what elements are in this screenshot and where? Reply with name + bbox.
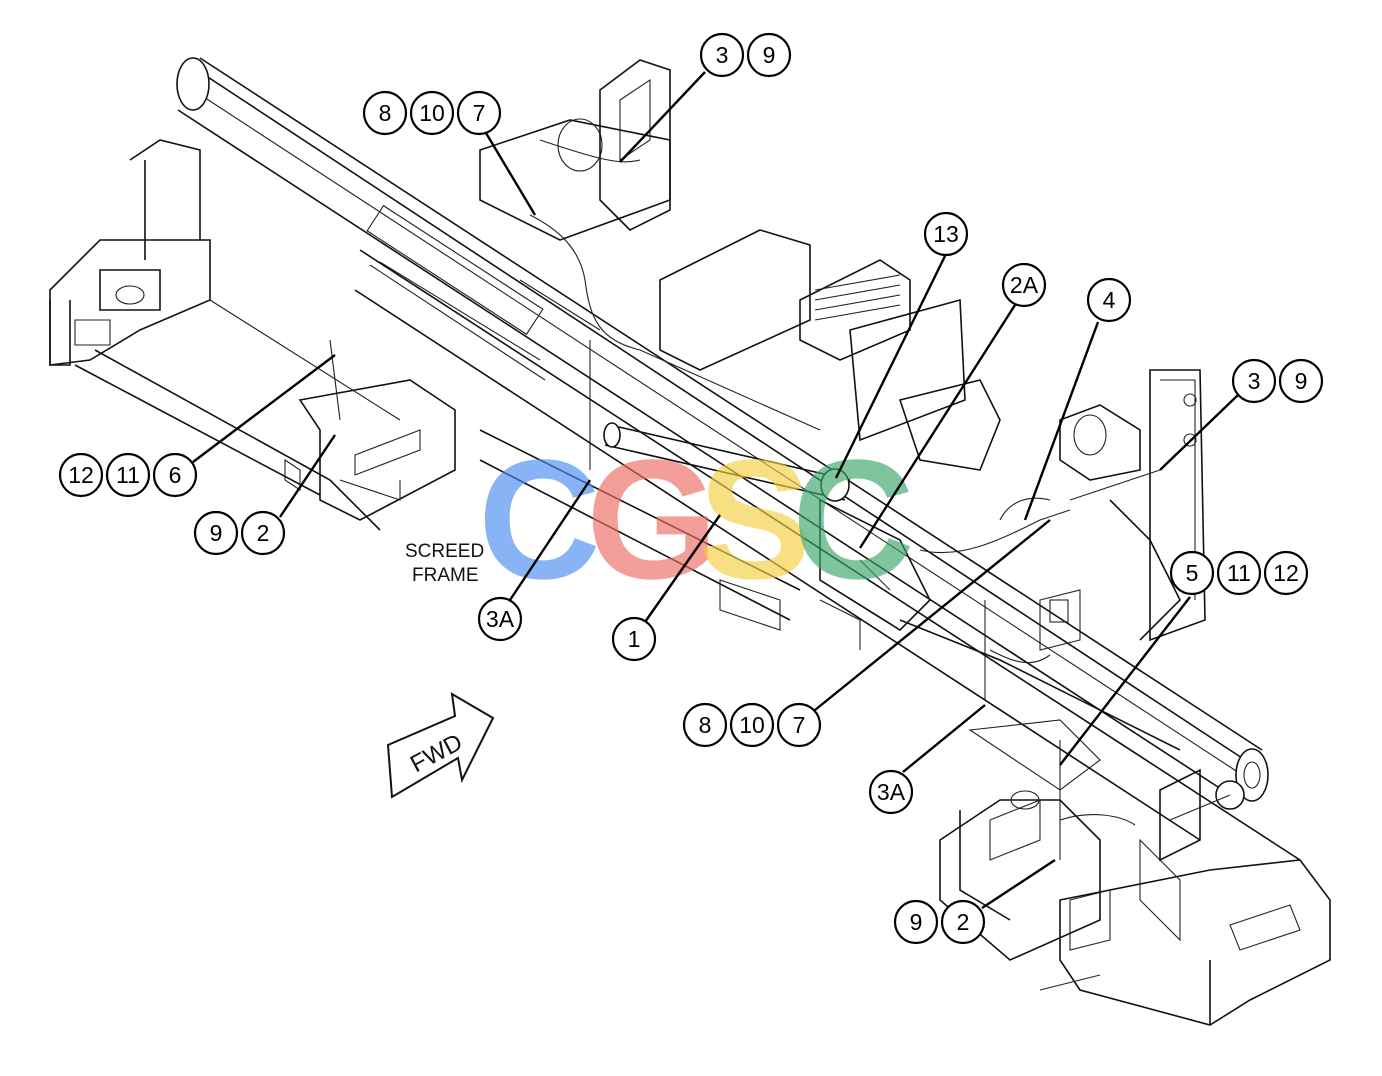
leader-line [509, 479, 591, 601]
callout-group-8-10-7-top: 8 10 7 [362, 90, 502, 136]
callout-group-12-11-6: 12 11 6 [58, 452, 198, 498]
leader-line [1023, 321, 1100, 521]
callout-number: 9 [210, 520, 223, 546]
leader-line [619, 71, 706, 163]
callout-number: 3A [877, 779, 906, 805]
callout-group-3-9-right: 3 9 [1231, 358, 1324, 404]
callout-number: 4 [1103, 287, 1116, 313]
callout-number: 7 [793, 712, 806, 738]
callout-group-1: 1 [611, 616, 657, 662]
callout-number: 11 [1227, 560, 1251, 586]
callout-number: 10 [739, 712, 765, 738]
screed-frame-drawing [49, 57, 1331, 1026]
callout-group-9-2-bottom: 9 2 [893, 899, 986, 945]
callout-number: 2 [257, 520, 270, 546]
callout-number: 1 [628, 626, 641, 652]
callout-number: 3 [1248, 368, 1261, 394]
callout-number: 9 [1295, 368, 1308, 394]
callout-number: 3A [486, 606, 515, 632]
callout-number: 8 [379, 100, 392, 126]
leader-line [902, 704, 986, 773]
callout-group-8-10-7-bottom: 8 10 7 [682, 702, 822, 748]
leader-line [484, 132, 537, 216]
leader-line [644, 514, 721, 623]
callout-number: 2A [1010, 272, 1039, 298]
callout-group-3a-right: 3A [868, 769, 914, 815]
callout-number: 7 [473, 100, 486, 126]
callout-number: 9 [763, 42, 776, 68]
callout-number: 12 [68, 462, 94, 488]
callout-group-2a: 2A [1001, 262, 1047, 308]
leader-line [858, 304, 1017, 549]
fwd-arrow-icon: FWD [386, 692, 495, 799]
callout-group-9-2-left: 9 2 [193, 510, 286, 556]
callout-number: 8 [699, 712, 712, 738]
callout-number: 5 [1186, 560, 1199, 586]
callout-group-4: 4 [1086, 277, 1132, 323]
screed-label-line2: FRAME [412, 565, 479, 586]
watermark-letter: G [586, 425, 718, 615]
callout-number: 11 [116, 462, 140, 488]
screed-label-line1: SCREED [405, 541, 484, 562]
leader-line [192, 354, 336, 463]
callout-group-5-11-12: 5 11 12 [1169, 550, 1309, 596]
leader-line [814, 519, 1051, 711]
leader-line [1059, 596, 1191, 766]
leader-line [981, 858, 1056, 910]
callout-number: 12 [1273, 560, 1299, 586]
callout-number: 9 [910, 909, 923, 935]
leader-line [1159, 394, 1239, 471]
watermark-letter: C [478, 425, 601, 615]
leader-line [279, 434, 336, 518]
callout-number: 10 [419, 100, 445, 126]
callout-number: 13 [933, 221, 959, 247]
callout-group-13: 13 [923, 211, 969, 257]
callout-number: 3 [716, 42, 729, 68]
screed-frame-label: SCREED FRAME [405, 541, 484, 586]
callout-group-3-9-top: 3 9 [699, 32, 792, 78]
leader-line [834, 255, 947, 479]
watermark-letter: C [792, 425, 915, 615]
callout-group-3a-left: 3A [477, 596, 523, 642]
leader-lines [192, 71, 1239, 910]
callout-number: 6 [169, 462, 182, 488]
callout-number: 2 [957, 909, 970, 935]
